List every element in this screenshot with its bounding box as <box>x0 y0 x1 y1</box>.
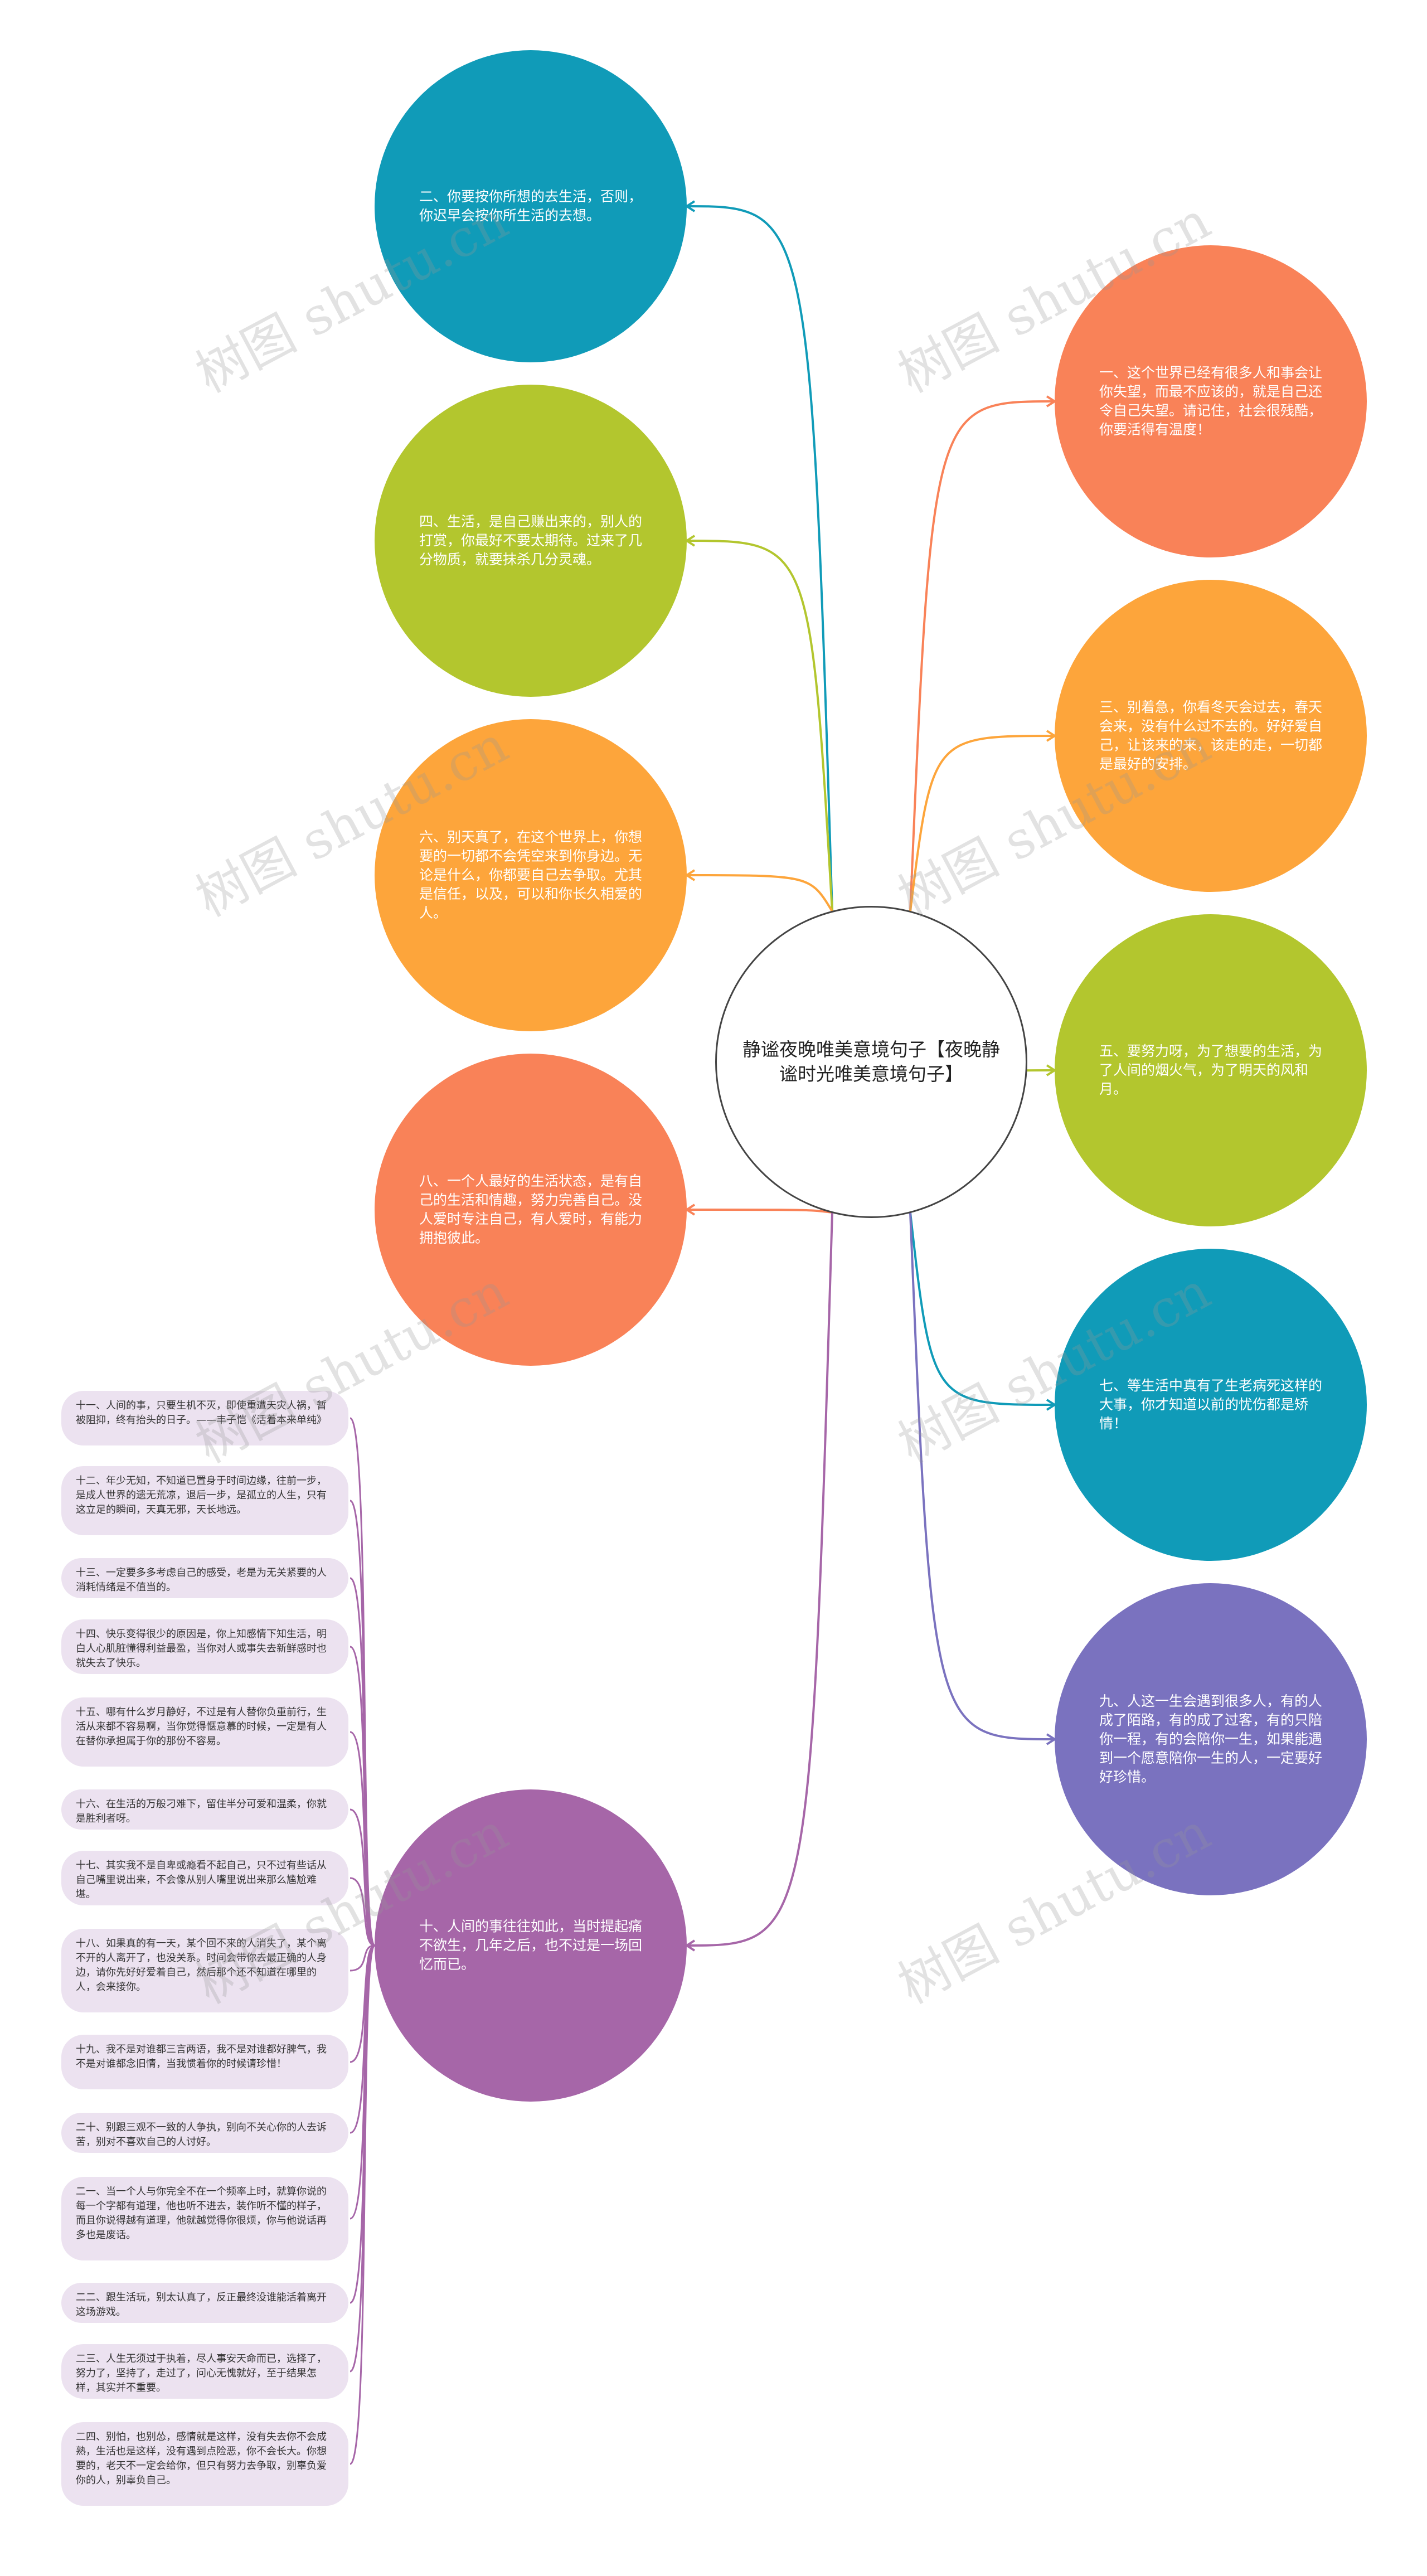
topic-node[interactable]: 三、别着急，你看冬天会过去，春天会来，没有什么过不去的。好好爱自己，让该来的来，… <box>1055 580 1367 892</box>
connector-line <box>686 205 833 912</box>
connector-line <box>909 400 1055 912</box>
connector-line <box>909 735 1055 912</box>
connector-line <box>909 1212 1055 1406</box>
connector-arrow <box>685 535 696 547</box>
leaf-node[interactable]: 二二、跟生活玩，别太认真了，反正最终没谁能活着离开这场游戏。 <box>61 2283 348 2323</box>
leaf-connector <box>350 1808 375 1947</box>
topic-node[interactable]: 七、等生活中真有了生老病死这样的大事，你才知道以前的忧伤都是矫情！ <box>1055 1249 1367 1561</box>
topic-text: 五、要努力呀，为了想要的生活，为了人间的烟火气，为了明天的风和月。 <box>1099 1043 1323 1097</box>
leaf-node[interactable]: 十三、一定要多多考虑自己的感受，老是为无关紧要的人消耗情绪是不值当的。 <box>61 1558 348 1598</box>
topic-node[interactable]: 二、你要按你所想的去生活，否则，你迟早会按你所生活的去想。 <box>375 50 687 362</box>
topic-node[interactable]: 四、生活，是自己赚出来的，别人的打赏，你最好不要太期待。过来了几分物质，就要抹杀… <box>375 385 687 697</box>
leaf-node[interactable]: 十四、快乐变得很少的原因是，你上知感情下知生活，明白人心肌脏懂得利益最盈，当你对… <box>61 1619 348 1674</box>
central-topic-text: 静谧夜晚唯美意境句子【夜晚静谧时光唯美意境句子】 <box>742 1039 1000 1085</box>
topic-node[interactable]: 六、别天真了，在这个世界上，你想要的一切都不会凭空来到你身边。无论是什么，你都要… <box>375 719 687 1031</box>
connector-arrow <box>685 1204 696 1216</box>
connector-arrow <box>685 869 696 881</box>
connector-line <box>909 1212 1055 1740</box>
leaf-node[interactable]: 十五、哪有什么岁月静好，不过是有人替你负重前行，生活从来都不容易啊，当你觉得惬意… <box>61 1697 348 1767</box>
leaf-node[interactable]: 十六、在生活的万般刁难下，留住半分可爱和温柔，你就是胜利者呀。 <box>61 1789 348 1830</box>
connector-arrow <box>685 200 696 212</box>
topic-text: 十、人间的事往往如此，当时提起痛不欲生，几年之后，也不过是一场回忆而已。 <box>419 1918 643 1972</box>
leaf-node[interactable]: 十八、如果真的有一天，某个回不来的人消失了，某个离不开的人离开了，也没关系。时间… <box>61 1929 348 2012</box>
leaf-connector <box>350 1944 375 2063</box>
topic-text: 三、别着急，你看冬天会过去，春天会来，没有什么过不去的。好好爱自己，让该来的来，… <box>1099 699 1323 772</box>
leaf-connector <box>350 1944 375 1972</box>
topic-node[interactable]: 八、一个人最好的生活状态，是有自己的生活和情趣，努力完善自己。没人爱时专注自己，… <box>375 1054 687 1366</box>
leaf-node[interactable]: 十二、年少无知，不知道已置身于时间边缘，往前一步，是成人世界的遗无荒凉，退后一步… <box>61 1466 348 1535</box>
topic-text: 七、等生活中真有了生老病死这样的大事，你才知道以前的忧伤都是矫情！ <box>1099 1377 1323 1432</box>
topic-text: 一、这个世界已经有很多人和事会让你失望，而最不应该的，就是自己还令自己失望。请记… <box>1099 365 1323 438</box>
connector-line <box>686 540 833 912</box>
leaf-connector <box>349 1944 376 2465</box>
topic-node[interactable]: 一、这个世界已经有很多人和事会让你失望，而最不应该的，就是自己还令自己失望。请记… <box>1055 245 1367 557</box>
leaf-node[interactable]: 二三、人生无须过于执着，尽人事安天命而已，选择了，努力了，坚持了，走过了，问心无… <box>61 2344 348 2399</box>
connector-arrow <box>685 1939 696 1952</box>
central-topic[interactable]: 静谧夜晚唯美意境句子【夜晚静谧时光唯美意境句子】 <box>715 906 1027 1218</box>
leaf-node[interactable]: 十一、人间的事，只要生机不灭，即使重遭天灾人祸，暂被阻抑，终有抬头的日子。——丰… <box>61 1391 348 1445</box>
leaf-node[interactable]: 二一、当一个人与你完全不在一个频率上时，就算你说的每一个字都有道理，他也听不进去… <box>61 2177 348 2260</box>
topic-node[interactable]: 九、人这一生会遇到很多人，有的人成了陌路，有的成了过客，有的只陪你一程，有的会陪… <box>1055 1583 1367 1895</box>
connector-line <box>686 1212 833 1947</box>
leaf-connector <box>350 1877 375 1947</box>
leaf-node[interactable]: 十九、我不是对谁都三言两语，我不是对谁都好脾气，我不是对谁都念旧情，当我惯着你的… <box>61 2035 348 2089</box>
topic-text: 六、别天真了，在这个世界上，你想要的一切都不会凭空来到你身边。无论是什么，你都要… <box>419 829 643 921</box>
topic-text: 八、一个人最好的生活状态，是有自己的生活和情趣，努力完善自己。没人爱时专注自己，… <box>419 1173 643 1246</box>
topic-text: 四、生活，是自己赚出来的，别人的打赏，你最好不要太期待。过来了几分物质，就要抹杀… <box>419 513 643 567</box>
leaf-connector <box>350 1731 375 1947</box>
leaf-node[interactable]: 二四、别怕，也别怂，感情就是这样，没有失去你不会成熟，生活也是这样，没有遇到点险… <box>61 2422 348 2506</box>
leaf-connector <box>350 1944 375 2134</box>
topic-node[interactable]: 十、人间的事往往如此，当时提起痛不欲生，几年之后，也不过是一场回忆而已。 <box>375 1789 687 2102</box>
topic-text: 二、你要按你所想的去生活，否则，你迟早会按你所生活的去想。 <box>419 188 643 224</box>
leaf-node[interactable]: 二十、别跟三观不一致的人争执，别向不关心你的人去诉苦，别对不喜欢自己的人讨好。 <box>61 2113 348 2153</box>
topic-text: 九、人这一生会遇到很多人，有的人成了陌路，有的成了过客，有的只陪你一程，有的会陪… <box>1099 1693 1323 1785</box>
leaf-node[interactable]: 十七、其实我不是自卑或瘾看不起自己，只不过有些话从自己嘴里说出来，不会像从别人嘴… <box>61 1851 348 1905</box>
connector-line <box>686 874 833 913</box>
connector-line <box>686 1209 833 1214</box>
topic-node[interactable]: 五、要努力呀，为了想要的生活，为了人间的烟火气，为了明天的风和月。 <box>1055 914 1367 1226</box>
